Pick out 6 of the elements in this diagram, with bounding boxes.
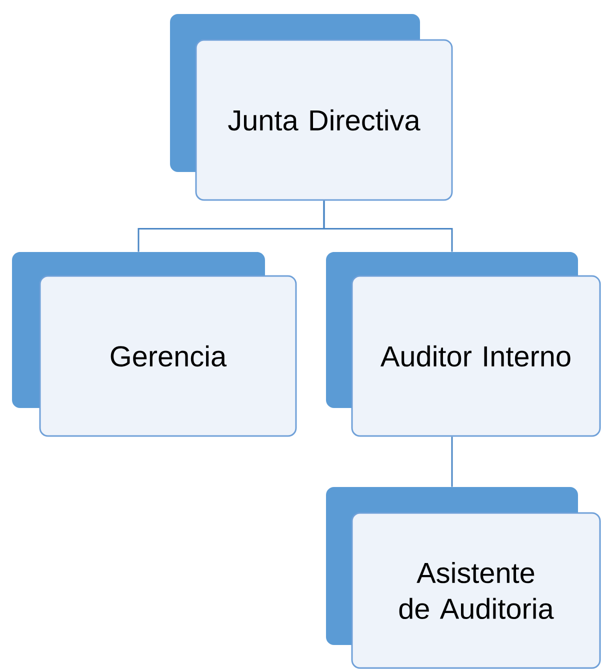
org-box: Auditor Interno xyxy=(326,252,601,437)
org-box: Gerencia xyxy=(12,252,297,437)
connector-line xyxy=(323,200,453,252)
org-box: Asistente de Auditoria xyxy=(326,487,601,669)
org-box: Junta Directiva xyxy=(170,14,453,201)
connector-line xyxy=(451,436,453,487)
